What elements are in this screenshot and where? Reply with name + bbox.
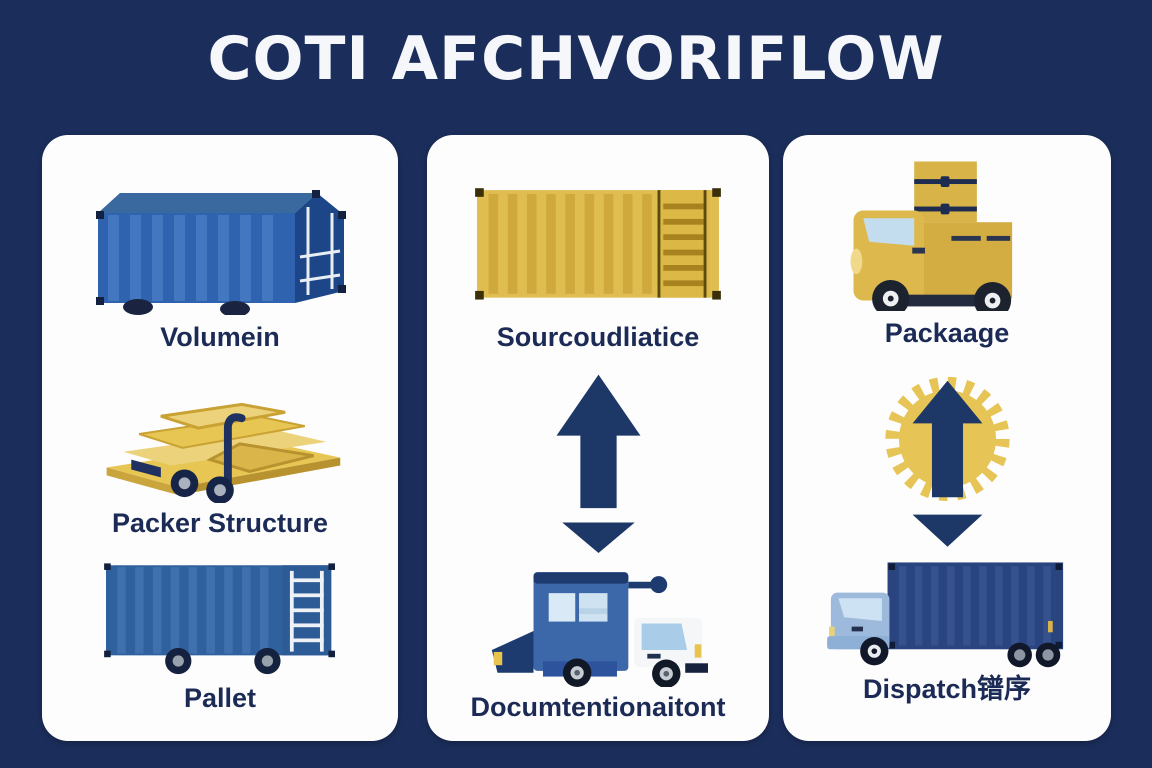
pallet-stack-gold-icon (85, 365, 355, 503)
container-3d-blue-icon (70, 165, 370, 315)
container-truck-navy-icon (802, 553, 1092, 671)
label-volume: Volumein (160, 322, 280, 352)
label-packer-structure: Packer Structure (111, 507, 329, 538)
page-title: COTI AFCHVORIFLOW (207, 24, 945, 94)
card-package: Packaage (783, 135, 1111, 741)
label-dispatch: Dispatch镨序 (862, 673, 1032, 704)
card-volume: Volumein Packer Structure (42, 135, 398, 741)
card-sourcing: Sourcoudliatice (427, 135, 769, 741)
container-side-blue-icon (78, 554, 363, 676)
label-package: Packaage (884, 318, 1010, 348)
up-down-arrow-icon (541, 367, 656, 553)
label-sourcing: Sourcoudliatice (496, 322, 700, 352)
truck-blue-icon (483, 559, 713, 687)
label-documentation: Documtentionaitont (470, 691, 726, 722)
container-side-gold-icon (448, 169, 748, 313)
label-pallet: Pallet (183, 683, 257, 714)
truck-gold-boxes-icon (830, 153, 1065, 311)
gear-up-down-arrow-icon (865, 359, 1030, 549)
